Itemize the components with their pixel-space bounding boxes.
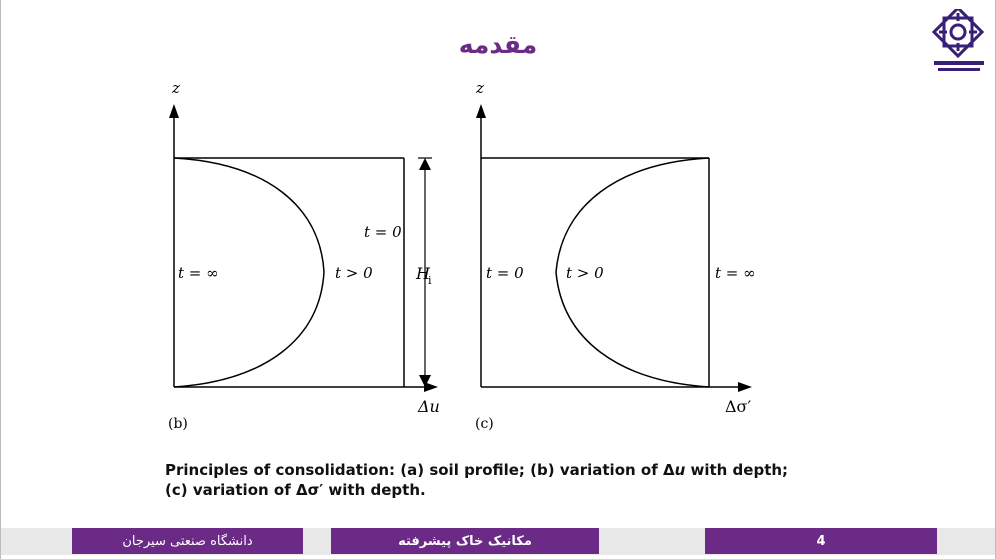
- height-arrow-top: [419, 158, 431, 170]
- z-axis-arrow-c: [476, 104, 486, 118]
- label-t-inf-c: t = ∞: [715, 264, 756, 282]
- figure-caption: Principles of consolidation: (a) soil pr…: [165, 460, 885, 500]
- x-axis-arrow-c: [738, 382, 752, 392]
- label-t-gt0-b: t > 0: [335, 264, 373, 282]
- height-arrow-bottom: [419, 375, 431, 387]
- tgt0-curve-c: [555, 157, 710, 388]
- z-label-c: z: [475, 79, 484, 97]
- x-axis-label-c: Δσ′: [725, 397, 751, 416]
- slide-title: مقدمه: [458, 30, 538, 59]
- caption-line-1: Principles of consolidation: (a) soil pr…: [165, 461, 789, 479]
- footer-university: دانشگاه صنعتی سیرجان: [72, 528, 303, 554]
- label-t-0-c: t = 0: [486, 264, 524, 282]
- x-axis-label-b: Δu: [417, 397, 440, 416]
- panel-label-c: (c): [475, 416, 494, 432]
- label-t-gt0-c: t > 0: [566, 264, 604, 282]
- z-axis-arrow-b: [169, 104, 179, 118]
- footer: دانشگاه صنعتی سیرجان مکانیک خاک پیشرفته …: [0, 528, 996, 555]
- panel-c: z t = 0 t > 0 t = ∞ Δσ′ (c): [475, 79, 756, 432]
- x-axis-arrow-b: [424, 382, 438, 392]
- consolidation-diagram: z t = ∞ t > 0 t = 0 H i Δu (b) z t = 0 t…: [168, 79, 756, 432]
- label-t-0-b: t = 0: [364, 223, 402, 241]
- footer-course-title: مکانیک خاک پیشرفته: [331, 528, 599, 554]
- z-label-b: z: [171, 79, 180, 97]
- label-t-inf-b: t = ∞: [178, 264, 219, 282]
- university-seal-icon: [928, 9, 990, 79]
- panel-label-b: (b): [168, 416, 188, 432]
- h-label: H: [415, 264, 431, 283]
- caption-line-2: (c) variation of Δσ′ with depth.: [165, 481, 426, 499]
- panel-b: z t = ∞ t > 0 t = 0 H i Δu (b): [168, 79, 440, 432]
- tgt0-curve-b: [173, 157, 325, 388]
- footer-page-number: 4: [705, 528, 937, 554]
- h-subscript: i: [428, 274, 432, 287]
